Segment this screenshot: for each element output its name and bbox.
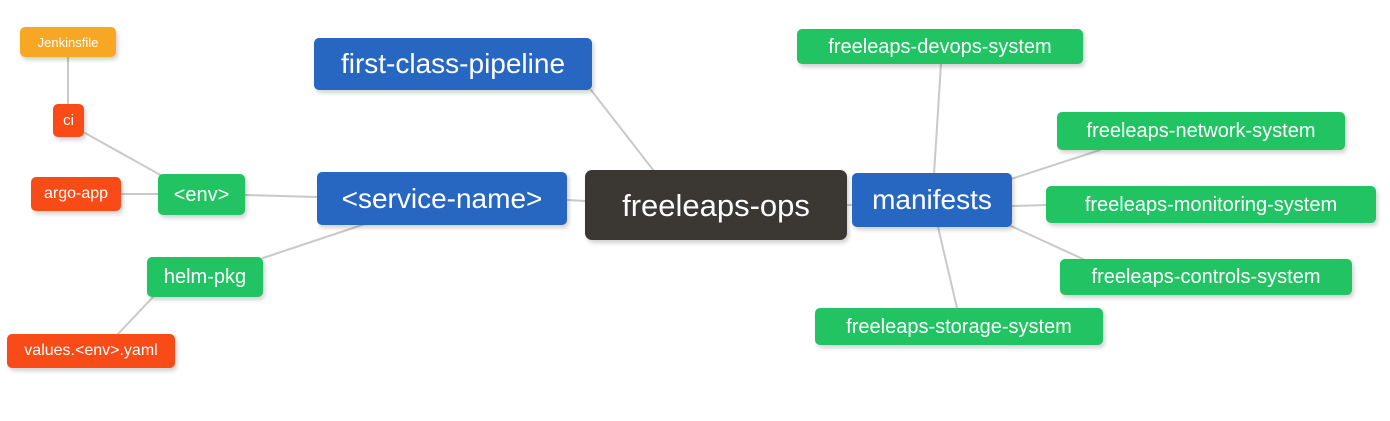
node-ci[interactable]: ci bbox=[53, 104, 84, 137]
edge-manifests-controls bbox=[1010, 225, 1086, 261]
edge-service-name-root bbox=[566, 199, 587, 202]
edge-manifests-storage bbox=[937, 226, 958, 309]
node-manifests[interactable]: manifests bbox=[852, 173, 1012, 227]
node-values-env-yaml[interactable]: values.<env>.yaml bbox=[7, 334, 175, 368]
edge-manifests-devops bbox=[933, 63, 942, 175]
node-argo-app[interactable]: argo-app bbox=[31, 177, 121, 211]
edge-env-service-name bbox=[244, 194, 318, 198]
node-freeleaps-controls-system[interactable]: freeleaps-controls-system bbox=[1060, 259, 1352, 295]
node-env[interactable]: <env> bbox=[158, 174, 245, 215]
node-freeleaps-monitoring-system[interactable]: freeleaps-monitoring-system bbox=[1046, 186, 1376, 223]
node-service-name[interactable]: <service-name> bbox=[317, 172, 567, 225]
edge-pipeline-root bbox=[590, 89, 655, 172]
edge-ci-env bbox=[84, 132, 165, 178]
node-freeleaps-devops-system[interactable]: freeleaps-devops-system bbox=[797, 29, 1083, 64]
edge-values-helm-pkg bbox=[117, 296, 154, 335]
node-helm-pkg[interactable]: helm-pkg bbox=[147, 257, 263, 297]
node-freeleaps-ops-root[interactable]: freeleaps-ops bbox=[585, 170, 847, 240]
node-freeleaps-storage-system[interactable]: freeleaps-storage-system bbox=[815, 308, 1103, 345]
edge-helm-pkg-service-name bbox=[262, 223, 366, 259]
edge-manifests-network bbox=[1010, 149, 1101, 180]
node-first-class-pipeline[interactable]: first-class-pipeline bbox=[314, 38, 592, 90]
node-freeleaps-network-system[interactable]: freeleaps-network-system bbox=[1057, 112, 1345, 150]
node-jenkinsfile[interactable]: Jenkinsfile bbox=[20, 27, 116, 57]
edge-manifests-monitoring bbox=[1010, 204, 1048, 207]
